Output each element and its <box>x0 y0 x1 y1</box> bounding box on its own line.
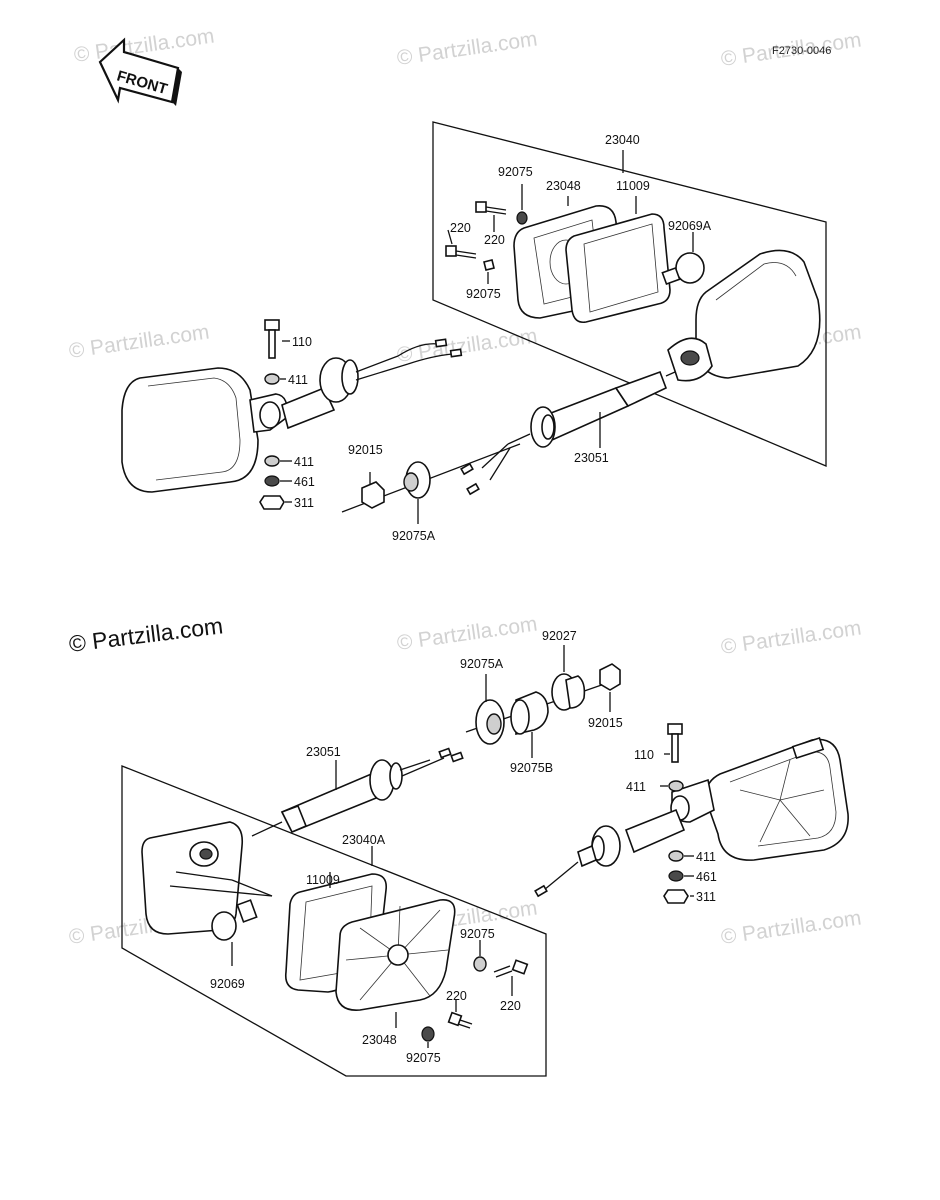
upper-frame <box>432 121 827 467</box>
lower-assembly: 23040A 92075A 92075B 92027 92 <box>121 629 849 1077</box>
lower-screws-washers: 92075 220 220 92075 <box>406 927 529 1065</box>
upper-left-signal <box>121 338 463 493</box>
label-311-lower: 311 <box>696 890 716 904</box>
upper-left-hardware: 110 411 411 461 311 <box>259 319 315 510</box>
watermark-2: © Partzilla.com <box>395 27 538 69</box>
label-92075-upper-b: 92075 <box>466 287 501 301</box>
upper-assembly: 23040 110 411 <box>121 121 827 543</box>
label-92075A-upper: 92075A <box>392 529 436 543</box>
label-23051-upper: 23051 <box>574 451 609 465</box>
lower-right-hardware: 110 411 411 461 311 <box>626 723 717 904</box>
lower-frame <box>121 765 547 1077</box>
lower-grommet-b: 92075B <box>510 691 553 775</box>
lower-bulb: 92069 <box>210 899 258 991</box>
label-461-lower: 461 <box>696 870 717 884</box>
label-92075A-lower: 92075A <box>460 657 504 671</box>
label-92075-lower-b: 92075 <box>406 1051 441 1065</box>
label-23040: 23040 <box>605 133 640 147</box>
watermark-8: © Partzilla.com <box>719 616 862 658</box>
lower-base-housing <box>141 821 273 935</box>
label-220-lower-a: 220 <box>500 999 521 1013</box>
upper-mount-parts: 92015 92075A <box>341 443 521 543</box>
label-23048-lower: 23048 <box>362 1033 397 1047</box>
label-23048-upper: 23048 <box>546 179 581 193</box>
label-110: 110 <box>292 335 312 349</box>
label-411-lower: 411 <box>626 780 646 794</box>
label-11009-lower: 11009 <box>306 873 340 887</box>
label-92069A: 92069A <box>668 219 712 233</box>
label-23040A: 23040A <box>342 833 386 847</box>
label-220-lower-b: 220 <box>446 989 467 1003</box>
watermark-7: © Partzilla.com <box>395 612 538 654</box>
upper-lens-parts: 23048 11009 92069A 220 92075 220 <box>445 165 712 324</box>
label-411-upper: 411 <box>288 373 308 387</box>
label-92075-lower-a: 92075 <box>460 927 495 941</box>
label-23051-lower: 23051 <box>306 745 341 759</box>
lower-grommet-a: 92075A <box>460 657 505 745</box>
label-220-upper-b: 220 <box>450 221 471 235</box>
label-92015-lower: 92015 <box>588 716 623 730</box>
label-110-lower: 110 <box>634 748 654 762</box>
upper-right-housing <box>667 249 821 382</box>
reference-code: F2730-0046 <box>772 45 831 57</box>
label-92075-upper-a: 92075 <box>498 165 533 179</box>
watermark-4: © Partzilla.com <box>67 320 210 362</box>
copyright: © Partzilla.com <box>67 612 224 657</box>
label-411-lower-b: 411 <box>696 850 716 864</box>
label-461-upper: 461 <box>294 475 315 489</box>
label-11009-upper: 11009 <box>616 179 650 193</box>
label-92015-upper: 92015 <box>348 443 383 457</box>
lower-lens: 23048 <box>335 899 456 1047</box>
label-220-upper-a: 220 <box>484 233 505 247</box>
lower-nut-92015: 92015 <box>588 663 623 730</box>
lower-collar: 92027 <box>542 629 586 711</box>
label-411-upper-b: 411 <box>294 455 314 469</box>
label-92075B: 92075B <box>510 761 553 775</box>
label-92069: 92069 <box>210 977 245 991</box>
lower-right-signal <box>534 736 849 898</box>
watermark-11: © Partzilla.com <box>719 906 862 948</box>
label-311-upper: 311 <box>294 496 314 510</box>
label-92027: 92027 <box>542 629 577 643</box>
lower-stem: 23051 <box>251 745 464 837</box>
